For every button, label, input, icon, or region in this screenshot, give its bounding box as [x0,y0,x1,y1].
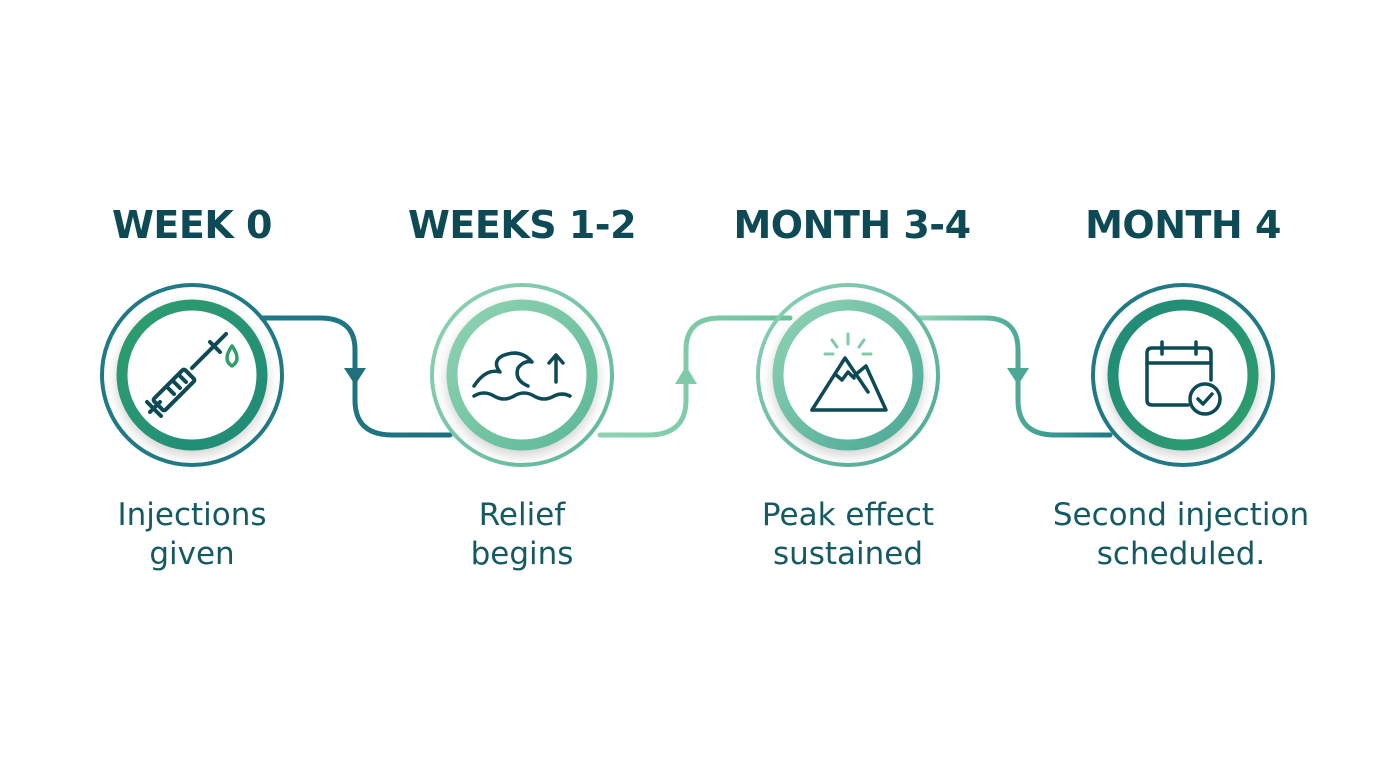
step-circle-weeks-1-2 [430,283,614,467]
connector-1 [259,315,453,438]
caption-line: Injections [117,497,267,533]
caption-line: Peak effect [761,497,935,533]
step-caption-month-4: Second injection scheduled. [1016,496,1346,574]
arrow-down-icon [344,368,366,385]
step-title-week-0: WEEK 0 [112,203,272,247]
step-caption-weeks-1-2: Relief begins [357,496,687,574]
caption-line: given [149,536,235,572]
caption-line: begins [470,536,574,572]
wave-rising-icon [472,351,572,401]
caption-line: sustained [772,536,924,572]
caption-line: Second injection [1052,497,1310,533]
arrow-up-icon [675,366,697,384]
connector-3 [915,315,1113,438]
syringe-icon [145,332,228,418]
caption-line: Relief [478,497,566,533]
step-title-weeks-1-2: WEEKS 1-2 [407,203,637,247]
drop-icon [225,344,239,368]
calendar-check-icon [1145,340,1222,416]
sun-rays-icon [823,332,873,356]
step-caption-week-0: Injections given [27,496,357,574]
arrow-down-icon [1007,368,1029,385]
step-title-month-4: MONTH 4 [1085,203,1281,247]
step-circle-month-3-4 [756,283,940,467]
step-circle-month-4 [1091,283,1275,467]
step-caption-month-3-4: Peak effect sustained [683,496,1013,574]
connector-2 [597,315,793,438]
mountain-peak-icon [810,356,888,412]
caption-line: scheduled. [1096,536,1266,572]
step-title-month-3-4: MONTH 3-4 [733,203,971,247]
step-circle-week-0 [100,283,284,467]
